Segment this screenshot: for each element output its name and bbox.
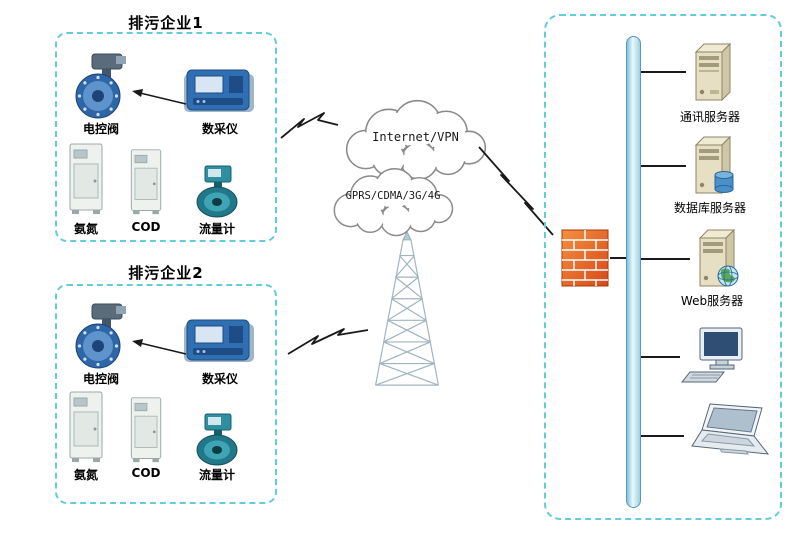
arrow-link-icon [128, 84, 188, 110]
flowmeter-label: 流量计 [198, 222, 235, 236]
bus-connector-line [610, 257, 626, 259]
bus-connector-line [641, 356, 680, 358]
bus-connector-line [641, 165, 686, 167]
ammonia-label: 氨氮 [73, 468, 98, 482]
bus-connector-line [641, 435, 684, 437]
bus-bar-icon [626, 36, 641, 508]
cloud-gprs-label: GPRS/CDMA/3G/4G [345, 190, 441, 202]
flowmeter-label: 流量计 [198, 468, 235, 482]
bus-connector-line [641, 258, 690, 260]
bus-connector-line [641, 71, 686, 73]
enterprise-1-box [55, 32, 277, 242]
cabinet-icon [66, 390, 106, 464]
firewall-icon [560, 226, 610, 290]
enterprise-2-box [55, 284, 277, 504]
valve-icon [72, 52, 130, 120]
laptop-icon [684, 402, 770, 468]
collector-label: 数采仪 [201, 372, 238, 386]
valve-icon [72, 302, 130, 370]
cabinet-icon [126, 396, 166, 464]
flowmeter-icon [188, 164, 246, 218]
cloud-internet-label: Internet/VPN [372, 130, 459, 144]
cod-label: COD [131, 220, 161, 234]
radio-tower-icon [366, 230, 448, 392]
database-server-label: 数据库服务器 [673, 201, 746, 215]
data-collector-icon [183, 66, 255, 116]
lightning-link-icon [477, 143, 555, 237]
cabinet-icon [66, 142, 106, 216]
collector-label: 数采仪 [201, 122, 238, 136]
ammonia-label: 氨氮 [73, 222, 98, 236]
flowmeter-icon [188, 412, 246, 466]
arrow-link-icon [128, 334, 188, 360]
desktop-computer-icon [680, 326, 748, 386]
database-server-icon [686, 133, 738, 197]
cabinet-icon [126, 148, 166, 216]
web-server-label: Web服务器 [680, 294, 744, 308]
lightning-link-icon [286, 324, 370, 356]
valve-label: 电控阀 [82, 372, 119, 386]
cloud-icon [328, 94, 503, 182]
server-icon [686, 40, 736, 104]
data-collector-icon [183, 316, 255, 366]
comm-server-label: 通讯服务器 [679, 110, 740, 124]
cod-label: COD [131, 466, 161, 480]
enterprise-1-title: 排污企业1 [128, 14, 204, 32]
valve-label: 电控阀 [82, 122, 119, 136]
enterprise-2-title: 排污企业2 [128, 264, 204, 282]
cloud-icon [318, 163, 468, 238]
lightning-link-icon [280, 112, 340, 144]
datacenter-box [544, 14, 782, 520]
web-server-icon [690, 226, 742, 290]
